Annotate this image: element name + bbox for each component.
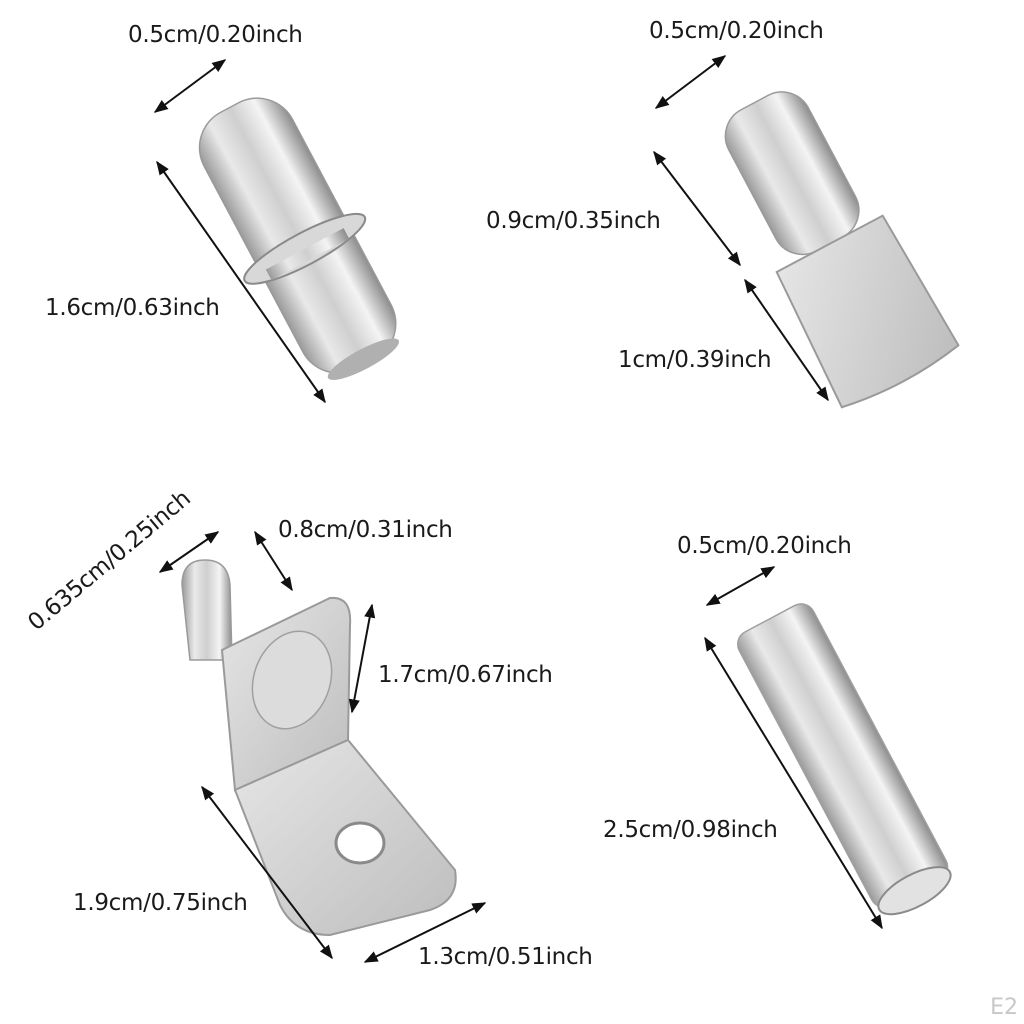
flanged-cylinder-pin-icon [153, 59, 400, 404]
watermark: E2 [990, 995, 1018, 1020]
item4-diameter-label: 0.5cm/0.20inch [677, 533, 852, 559]
item4-length-label: 2.5cm/0.98inch [603, 817, 778, 843]
item1-length-label: 1.6cm/0.63inch [45, 295, 220, 321]
straight-dowel-pin-icon [704, 566, 952, 930]
item2-shank-length-label: 0.9cm/0.35inch [486, 208, 661, 234]
spoon-shelf-pin-icon [653, 55, 960, 409]
item1-diameter-label: 0.5cm/0.20inch [128, 22, 303, 48]
item3-horizontal-length-label: 1.9cm/0.75inch [73, 890, 248, 916]
l-bracket-shelf-pin-icon [158, 530, 487, 963]
item3-vertical-height-label: 1.7cm/0.67inch [378, 662, 553, 688]
item3-width-label: 1.3cm/0.51inch [418, 944, 593, 970]
item3-peg-length-label: 0.8cm/0.31inch [278, 517, 453, 543]
item2-paddle-length-label: 1cm/0.39inch [618, 347, 772, 373]
item2-diameter-label: 0.5cm/0.20inch [649, 18, 824, 44]
